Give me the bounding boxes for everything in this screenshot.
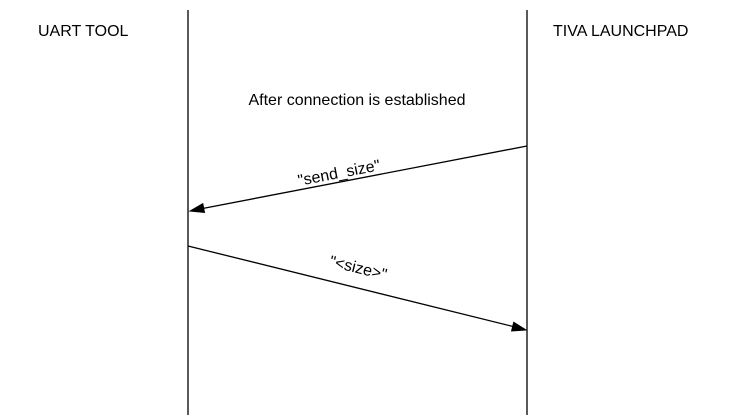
message-size-arrowhead bbox=[510, 321, 528, 332]
participant-tiva-launchpad: TIVA LAUNCHPAD bbox=[553, 23, 688, 40]
message-size-label: "<size>" bbox=[328, 253, 389, 284]
message-send-size-arrow bbox=[199, 145, 528, 210]
message-size-arrow bbox=[187, 245, 516, 328]
participant-uart-tool: UART TOOL bbox=[38, 23, 129, 40]
connection-note: After connection is established bbox=[248, 92, 465, 109]
message-send-size-arrowhead bbox=[188, 202, 206, 213]
message-send-size-label: "send_size" bbox=[297, 157, 382, 189]
